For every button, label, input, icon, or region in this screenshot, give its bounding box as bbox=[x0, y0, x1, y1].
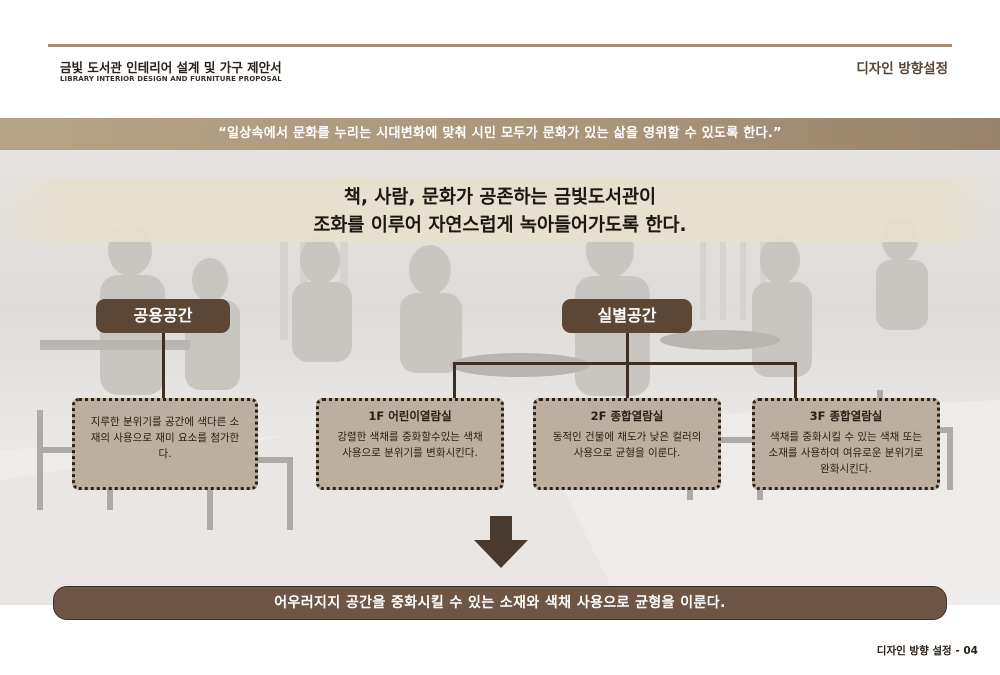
room-card-2f: 2F 종합열람실 동적인 건물에 채도가 낮은 컬러의 사용으로 균형을 이룬다… bbox=[533, 398, 721, 490]
document-title: 금빛 도서관 인테리어 설계 및 가구 제안서 bbox=[60, 60, 282, 75]
connector-1f bbox=[453, 362, 456, 399]
common-space-description: 지루한 분위기를 공간에 색다른 소재의 사용으로 재미 요소를 첨가한다. bbox=[90, 416, 240, 460]
room-description-3f: 색채를 중화시킬 수 있는 색채 또는 소재를 사용하여 여유로운 분위기로 완… bbox=[768, 431, 924, 475]
room-card-3f: 3F 종합열람실 색채를 중화시킬 수 있는 색채 또는 소재를 사용하여 여유… bbox=[752, 398, 940, 490]
connector-distinct-bar bbox=[453, 362, 797, 365]
headline-line-2: 조화를 이루어 자연스럽게 녹아들어가도록 한다. bbox=[313, 215, 687, 236]
room-title-1f: 1F 어린이열람실 bbox=[368, 409, 452, 423]
document-subtitle: LIBRARY INTERIOR DESIGN AND FURNITURE PR… bbox=[60, 75, 282, 83]
room-description-1f: 강렬한 색채를 중화할수있는 색채 사용으로 분위기를 변화시킨다. bbox=[337, 431, 483, 459]
room-title-2f: 2F 종합열람실 bbox=[590, 409, 664, 423]
down-arrow-icon bbox=[474, 516, 528, 572]
header-rule bbox=[48, 44, 952, 47]
section-title: 디자인 방향설정 bbox=[856, 61, 948, 77]
room-title-3f: 3F 종합열람실 bbox=[809, 409, 883, 423]
vision-quote: “일상속에서 문화를 누리는 시대변화에 맞춰 시민 모두가 문화가 있는 삶을… bbox=[0, 118, 1000, 150]
distinct-space-label: 실별공간 bbox=[562, 299, 692, 333]
conclusion-banner: 어우러지지 공간을 중화시킬 수 있는 소재와 색채 사용으로 균형을 이룬다. bbox=[53, 586, 947, 620]
headline-line-1: 책, 사람, 문화가 공존하는 금빛도서관이 bbox=[343, 187, 657, 208]
room-description-2f: 동적인 건물에 채도가 낮은 컬러의 사용으로 균형을 이룬다. bbox=[552, 431, 702, 459]
page-footer: 디자인 방향 설정 - 04 bbox=[876, 645, 978, 657]
connector-3f bbox=[794, 362, 797, 399]
room-card-1f: 1F 어린이열람실 강렬한 색채를 중화할수있는 색채 사용으로 분위기를 변화… bbox=[316, 398, 504, 490]
common-space-label: 공용공간 bbox=[96, 299, 230, 333]
common-space-card: 지루한 분위기를 공간에 색다른 소재의 사용으로 재미 요소를 첨가한다. bbox=[72, 398, 258, 490]
connector-distinct-stem bbox=[626, 333, 629, 364]
headline-band bbox=[0, 178, 1000, 242]
connector-2f bbox=[626, 362, 629, 399]
connector-common bbox=[162, 333, 165, 399]
